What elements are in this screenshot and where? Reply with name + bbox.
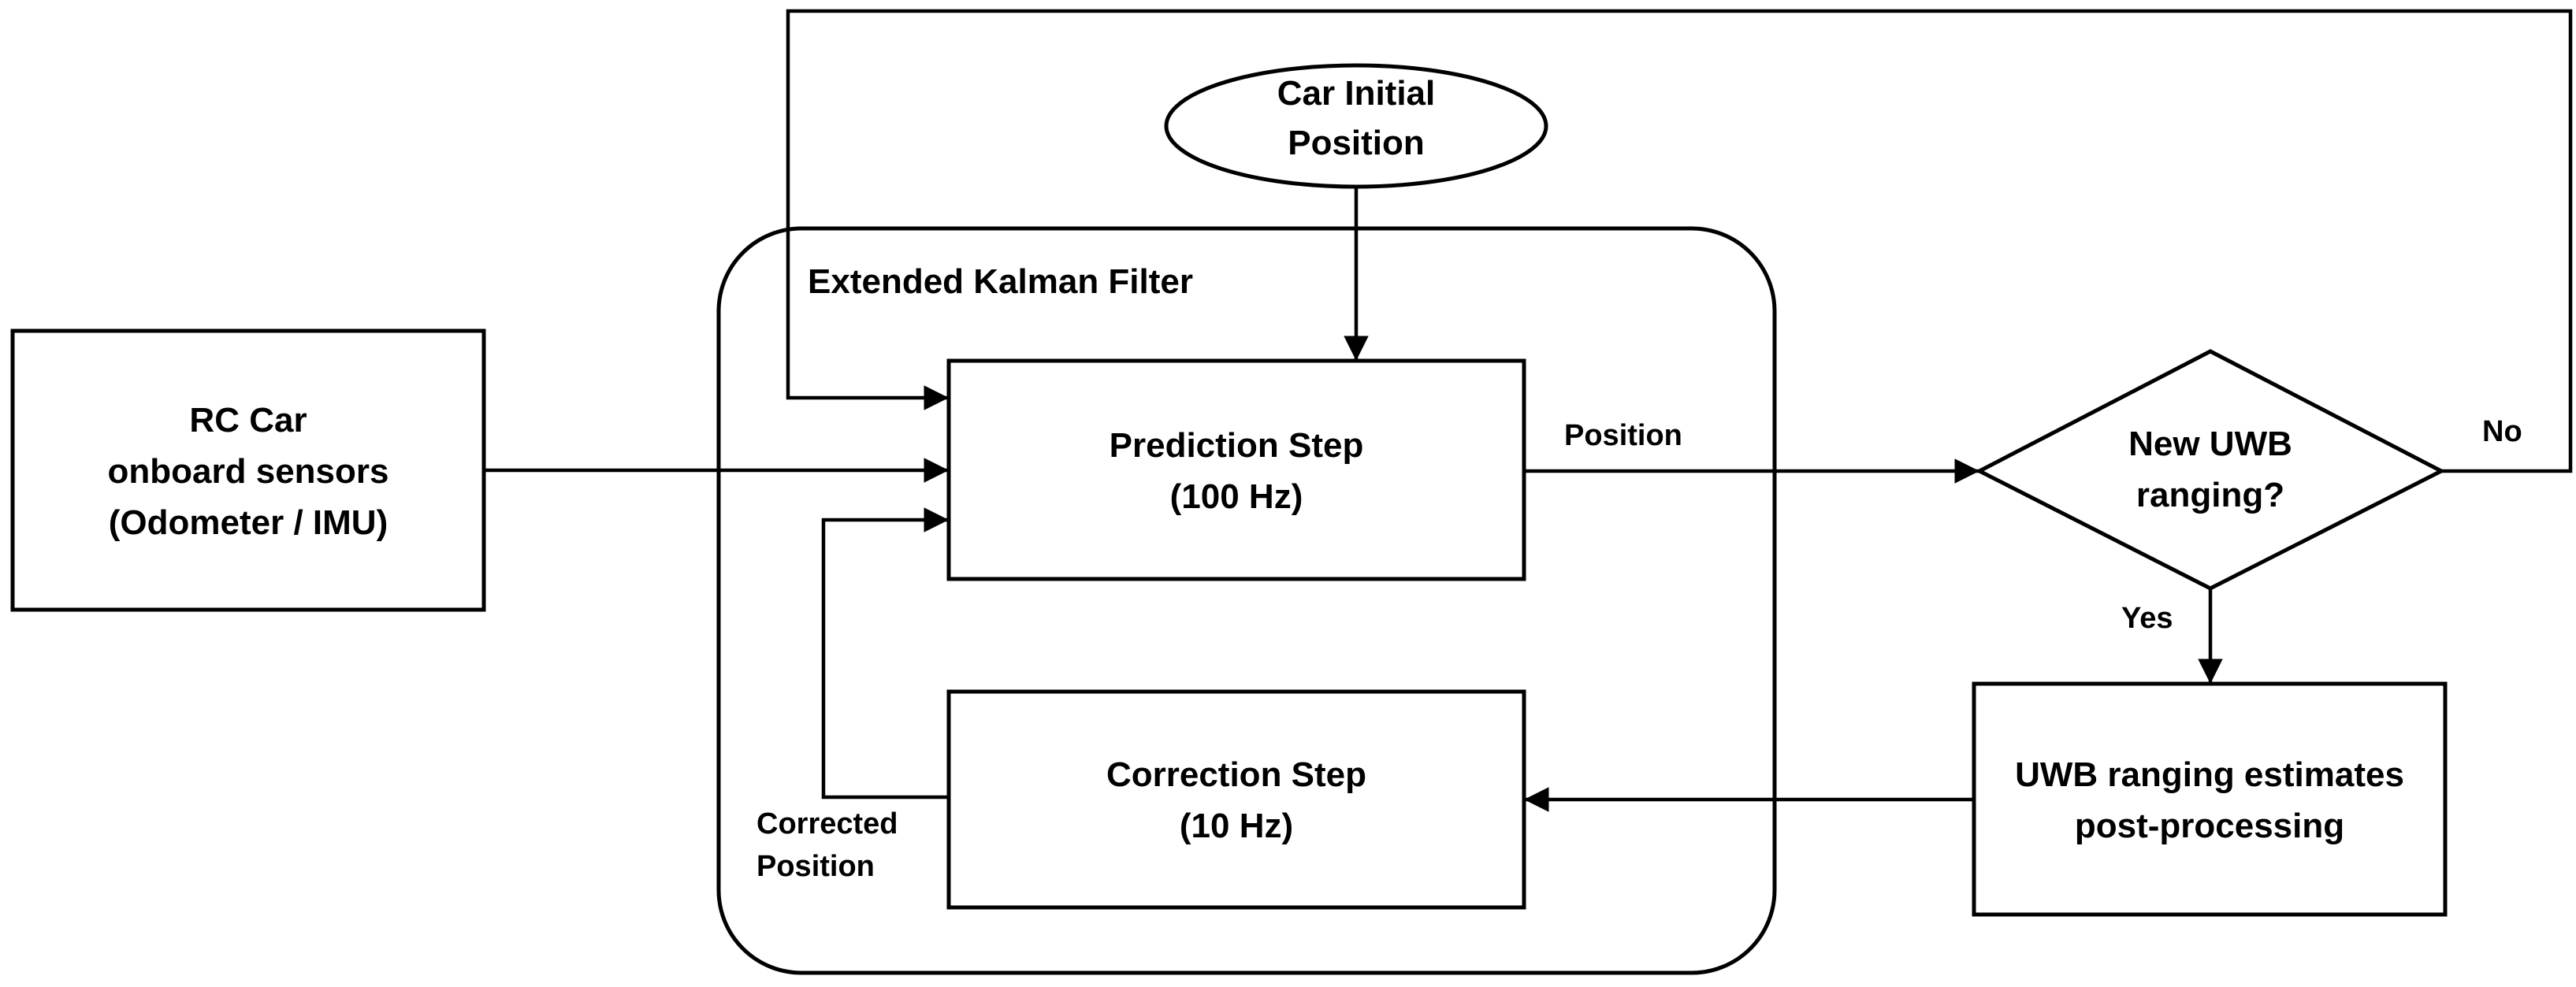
prediction-line-1: Prediction Step [1110,426,1364,465]
sensors-line-2: onboard sensors [108,452,389,491]
correction-step-node [946,689,1526,910]
uwb-processing-node [1972,681,2448,917]
correction-line-1: Correction Step [1106,755,1366,794]
edge-label-no: No [2482,415,2522,448]
edge-label-corrected-line-1: Corrected [756,807,898,840]
edge-label-yes: Yes [2121,602,2173,635]
prediction-line-2: (100 Hz) [1170,477,1303,516]
edge-no-loop [786,9,2573,473]
decision-line-2: ranging? [2136,476,2284,514]
sensors-line-1: RC Car [189,401,307,440]
edge-correction-to-prediction [821,507,949,800]
ekf-container-label: Extended Kalman Filter [808,262,1193,301]
uwb-processing-line-2: post-processing [2075,807,2344,845]
decision-line-1: New UWB [2128,425,2292,463]
initial-position-line-1: Car Initial [1277,74,1436,113]
uwb-decision-node [1975,349,2446,591]
correction-line-2: (10 Hz) [1180,807,1293,845]
uwb-processing-line-1: UWB ranging estimates [2015,755,2404,794]
prediction-step-node [946,358,1526,581]
edge-label-corrected-line-2: Position [756,850,875,883]
sensors-line-3: (Odometer / IMU) [109,503,388,542]
initial-position-line-2: Position [1288,124,1425,162]
edge-label-position: Position [1564,419,1682,452]
sensors-node [10,328,486,612]
